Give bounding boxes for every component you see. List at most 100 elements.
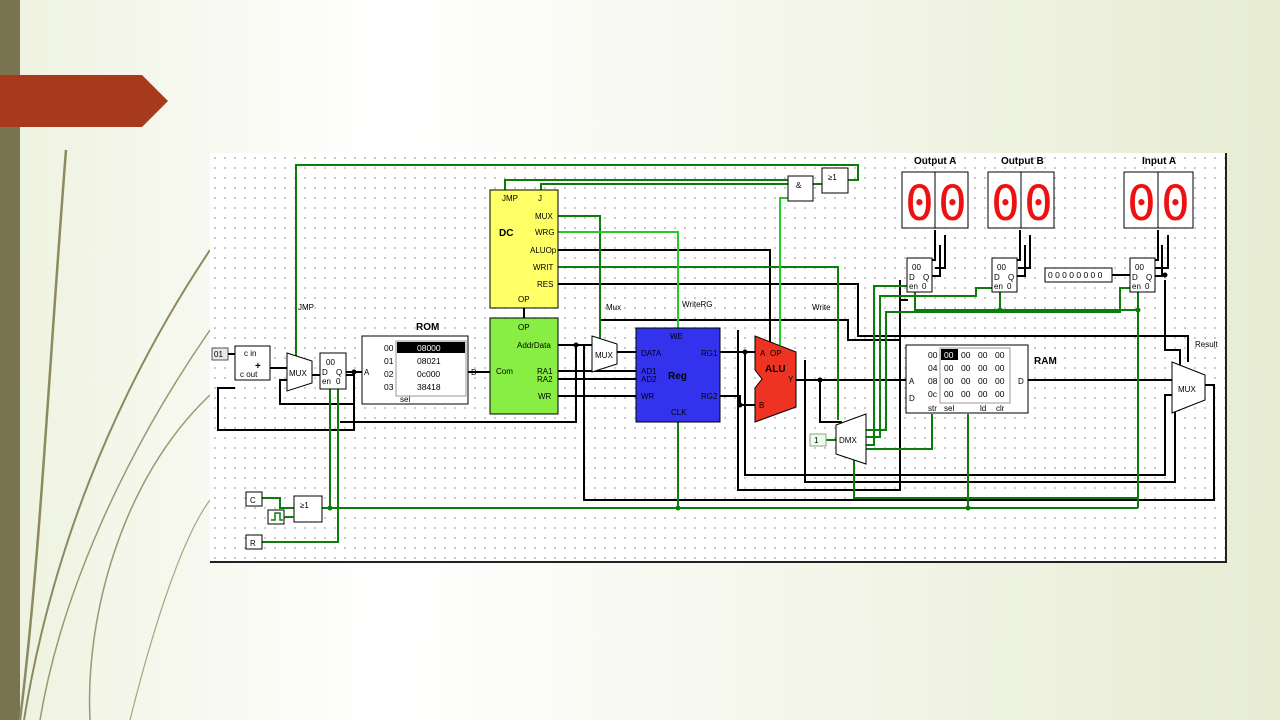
seven-segment-digit: 0	[905, 176, 934, 232]
wire-label-write: Write	[812, 303, 831, 312]
svg-text:00: 00	[995, 350, 1005, 360]
title-accent-arrow	[0, 75, 168, 127]
svg-text:RA1: RA1	[537, 367, 553, 376]
svg-text:0: 0	[1145, 282, 1150, 291]
svg-text:0: 0	[922, 282, 927, 291]
wire-junctions	[351, 272, 1168, 408]
rom-value: 08021	[417, 356, 441, 366]
svg-text:00: 00	[978, 350, 988, 360]
svg-text:00: 00	[978, 389, 988, 399]
alu-block: A OP ALU Y B	[754, 335, 797, 423]
ram-block: A D D str sel ld clr	[905, 344, 1029, 414]
svg-text:00: 00	[944, 376, 954, 386]
svg-text:00: 00	[961, 350, 971, 360]
svg-text:MUX: MUX	[289, 369, 307, 378]
svg-text:ld: ld	[980, 404, 986, 413]
output-a-register: 00 D Q en 0	[906, 257, 933, 293]
svg-text:D: D	[909, 273, 915, 282]
clock-button[interactable]: C	[245, 491, 263, 507]
const-1: 1	[809, 433, 827, 447]
svg-text:&: &	[796, 181, 802, 190]
decoder-block: DC JMP J MUX WRG ALUOp WRIT RES OP	[489, 189, 559, 309]
seven-segment-digit: 0	[1127, 176, 1156, 232]
svg-text:WRIT: WRIT	[533, 263, 554, 272]
seven-segment-digit: 0	[1024, 176, 1053, 232]
svg-text:00: 00	[1135, 263, 1144, 272]
svg-text:Q: Q	[1146, 273, 1152, 282]
svg-text:ALUOp: ALUOp	[530, 246, 557, 255]
svg-text:MUX: MUX	[535, 212, 553, 221]
svg-text:00: 00	[995, 389, 1005, 399]
svg-text:WRG: WRG	[535, 228, 555, 237]
rom-block: A D sel	[361, 335, 477, 405]
rom-rows: 00 01 02 03 08000 08021 0c000 38418	[384, 343, 441, 392]
input-a-register: 00 D Q en 0	[1129, 257, 1156, 293]
svg-text:00: 00	[928, 350, 938, 360]
svg-text:RG1: RG1	[701, 349, 718, 358]
svg-text:D: D	[1018, 377, 1024, 386]
svg-text:00: 00	[944, 389, 954, 399]
svg-text:AD2: AD2	[641, 375, 657, 384]
svg-text:D: D	[471, 368, 477, 377]
svg-text:sel: sel	[944, 404, 954, 413]
input-switches[interactable]: 0 0 0 0 0 0 0 0	[1044, 267, 1113, 283]
wire-label-mux: Mux	[606, 303, 621, 312]
rom-value-selected: 08000	[417, 343, 441, 353]
svg-text:AddrData: AddrData	[517, 341, 551, 350]
svg-text:RES: RES	[537, 280, 553, 289]
svg-text:00: 00	[944, 350, 954, 360]
seven-segment-digit: 0	[991, 176, 1020, 232]
ram-title: RAM	[1034, 356, 1057, 367]
svg-text:0c: 0c	[928, 389, 938, 399]
svg-text:00: 00	[978, 363, 988, 373]
svg-text:00: 00	[912, 263, 921, 272]
svg-text:A: A	[909, 377, 915, 386]
svg-text:A: A	[364, 368, 370, 377]
svg-text:R: R	[250, 539, 256, 548]
demux: DMX	[835, 413, 867, 465]
svg-text:04: 04	[928, 363, 938, 373]
svg-text:sel: sel	[400, 395, 410, 404]
svg-text:00: 00	[997, 263, 1006, 272]
svg-text:0: 0	[336, 377, 341, 386]
svg-text:WR: WR	[538, 392, 552, 401]
constant-01: 01	[211, 347, 235, 361]
data-mux: MUX	[591, 335, 618, 373]
input-a-display: 0 0	[1123, 171, 1194, 232]
svg-text:RG2: RG2	[701, 392, 718, 401]
svg-text:en: en	[322, 377, 331, 386]
svg-text:WR: WR	[641, 392, 655, 401]
rom-value: 38418	[417, 382, 441, 392]
rom-address: 01	[384, 356, 394, 366]
svg-text:RA2: RA2	[537, 375, 553, 384]
svg-text:en: en	[909, 282, 918, 291]
seven-segment-digit: 0	[1161, 176, 1190, 232]
svg-text:c in: c in	[244, 349, 256, 358]
svg-text:OP: OP	[770, 349, 782, 358]
or-gate-clock: ≥1	[293, 495, 323, 523]
register-file: WE DATA AD1 AD2 WR RG1 RG2 Reg CLK	[635, 327, 721, 423]
svg-text:MUX: MUX	[595, 351, 613, 360]
wire-junctions-green	[327, 307, 1141, 511]
output-a-title: Output A	[914, 156, 956, 167]
seven-segment-digit: 0	[938, 176, 967, 232]
svg-text:DATA: DATA	[641, 349, 662, 358]
reset-button[interactable]: R	[245, 534, 263, 550]
svg-text:0 0 0 0 0 0 0 0: 0 0 0 0 0 0 0 0	[1048, 270, 1103, 280]
svg-text:00: 00	[995, 363, 1005, 373]
svg-text:0: 0	[1007, 282, 1012, 291]
svg-text:DC: DC	[499, 228, 513, 239]
clock-signal-icon	[267, 509, 285, 525]
wires-active	[262, 164, 1139, 543]
svg-text:D: D	[1132, 273, 1138, 282]
svg-text:A: A	[760, 349, 766, 358]
svg-text:Q: Q	[336, 368, 342, 377]
svg-text:clr: clr	[996, 404, 1005, 413]
svg-text:D: D	[322, 368, 328, 377]
svg-text:00: 00	[326, 358, 335, 367]
rom-value: 0c000	[417, 369, 440, 379]
svg-text:Y: Y	[788, 375, 794, 384]
wire-label-jmp: JMP	[298, 303, 314, 312]
svg-text:Q: Q	[1008, 273, 1014, 282]
output-a-display: 0 0	[901, 171, 969, 232]
